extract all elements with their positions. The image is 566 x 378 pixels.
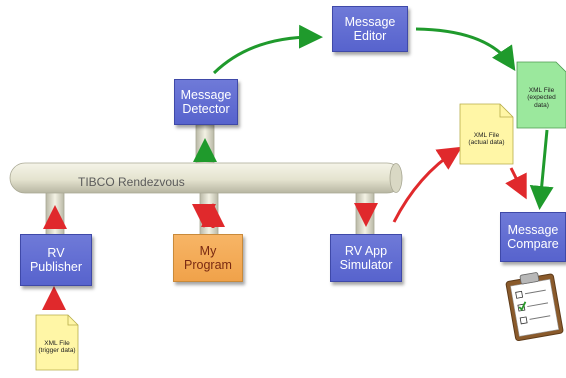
node-message-editor[interactable]: Message Editor	[332, 6, 408, 52]
file-trigger-label: XML File (trigger data)	[38, 339, 76, 355]
arrow-editor-to-expected-file	[415, 27, 516, 71]
node-message-compare[interactable]: Message Compare	[500, 212, 566, 262]
node-message-editor-label: Message Editor	[344, 15, 396, 43]
node-rv-app-simulator[interactable]: RV App Simulator	[330, 234, 402, 282]
arrow-simulator-to-actual-file	[392, 146, 463, 223]
file-expected-shape	[516, 61, 566, 129]
node-my-program-label: My Program	[184, 244, 232, 272]
bus-label: TIBCO Rendezvous	[78, 175, 185, 189]
file-expected-label: XML File (expected data)	[527, 86, 556, 109]
node-rv-publisher-label: RV Publisher	[29, 246, 83, 274]
file-actual-label: XML File (actual data)	[468, 131, 505, 147]
rendezvous-bus	[9, 162, 403, 194]
file-trigger-shape	[35, 314, 79, 371]
clipboard-checklist-icon	[505, 272, 564, 342]
node-message-detector-label: Message Detector	[180, 88, 232, 116]
arrow-actual-file-to-compare	[505, 167, 527, 200]
node-message-compare-label: Message Compare	[507, 223, 559, 251]
node-rv-app-simulator-label: RV App Simulator	[339, 244, 393, 272]
node-rv-publisher[interactable]: RV Publisher	[20, 234, 92, 286]
arrow-detector-to-editor	[212, 24, 323, 75]
node-message-detector[interactable]: Message Detector	[174, 79, 238, 125]
node-my-program[interactable]: My Program	[173, 234, 243, 282]
arrow-expected-file-to-compare	[529, 129, 554, 210]
file-actual-shape	[459, 103, 514, 165]
